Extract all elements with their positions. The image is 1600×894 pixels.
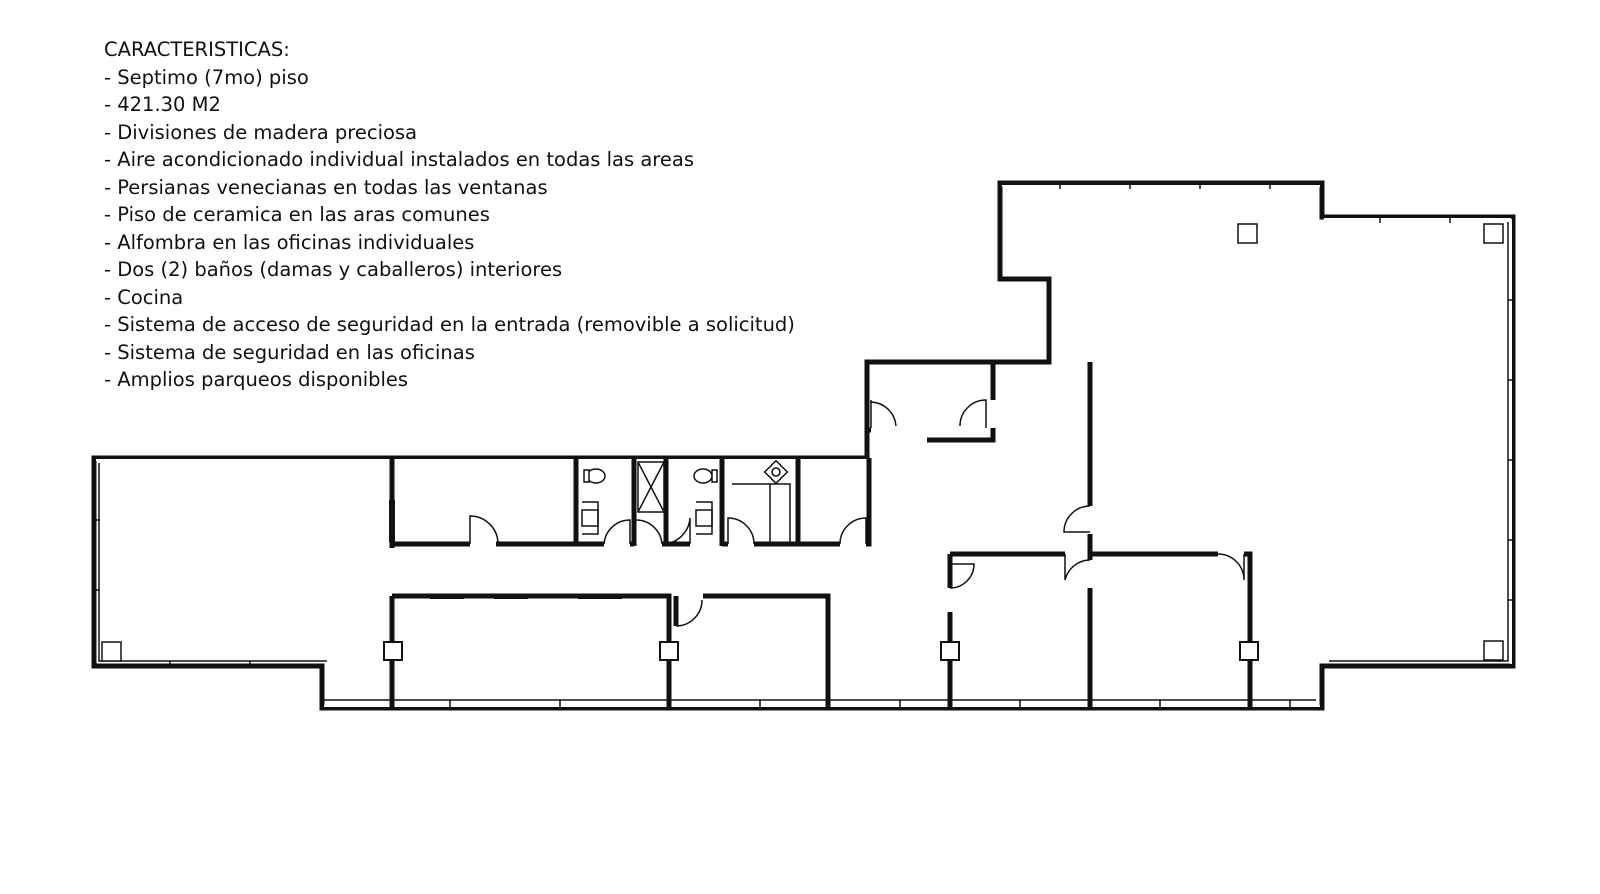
feature-item: - Sistema de acceso de seguridad en la e…	[104, 313, 795, 336]
outer-walls	[91, 180, 1516, 711]
feature-item: - Persianas venecianas en todas las vent…	[104, 175, 548, 199]
feature-item: - Piso de ceramica en las aras comunes	[104, 203, 490, 226]
window-mullions	[94, 183, 1513, 708]
feature-item: - Amplios parqueos disponibles	[104, 368, 409, 391]
fixtures	[581, 459, 791, 544]
features-heading: CARACTERISTICAS:	[104, 38, 290, 61]
features-list: CARACTERISTICAS: - Septimo (7mo) piso - …	[104, 36, 795, 394]
interior-walls	[389, 362, 1253, 708]
feature-item: - Sistema de seguridad en las oficinas	[104, 340, 475, 364]
feature-item: - Cocina	[104, 285, 184, 309]
feature-item: - Alfombra en las oficinas individuales	[104, 230, 475, 254]
glazing-bars	[389, 500, 622, 599]
door-swings	[469, 399, 1245, 627]
feature-item: - Dos (2) baños (damas y caballeros) int…	[104, 258, 563, 281]
feature-item: - Divisiones de madera preciosa	[104, 120, 418, 144]
columns	[101, 223, 1504, 662]
feature-item: - 421.30 M2	[104, 93, 221, 116]
feature-item: - Septimo (7mo) piso	[104, 65, 309, 89]
feature-item: - Aire acondicionado individual instalad…	[104, 148, 694, 171]
